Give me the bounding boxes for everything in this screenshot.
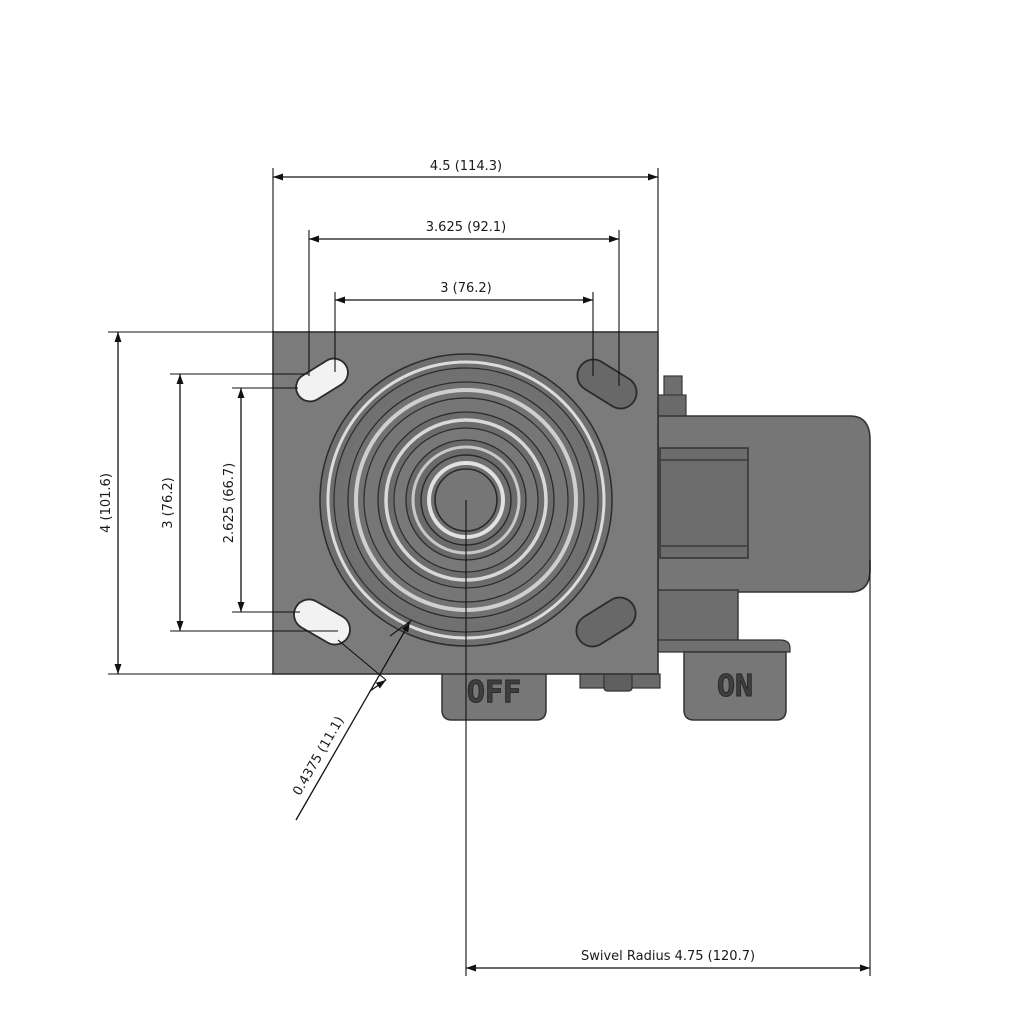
swivel-raceway <box>319 353 613 647</box>
dim-swivel-radius: Swivel Radius 4.75 (120.7) <box>581 949 755 964</box>
housing-collar <box>657 394 687 418</box>
brake-off-lever: OFF <box>441 671 547 721</box>
housing-tab-top <box>663 375 683 397</box>
brake-housing <box>579 375 871 692</box>
dimension-lines <box>108 168 871 976</box>
brake-on-label: ON <box>717 669 753 704</box>
dim-outer-bolt-width: 3.625 (92.1) <box>426 220 506 235</box>
bolt-hole-top-right <box>576 358 638 410</box>
bolt-hole-bottom-right <box>575 596 637 648</box>
dim-plate-height: 4 (101.6) <box>99 473 114 533</box>
brake-off-label: OFF <box>467 675 521 710</box>
dim-inner-bolt-height: 2.625 (66.7) <box>222 463 237 543</box>
brake-arm <box>657 589 739 643</box>
dim-inner-bolt-width: 3 (76.2) <box>440 281 492 296</box>
dim-plate-width: 4.5 (114.3) <box>430 159 502 174</box>
wheel-hub-block <box>659 447 749 559</box>
brake-rail <box>657 639 791 653</box>
dim-outer-bolt-height: 3 (76.2) <box>161 477 176 529</box>
bolt-hole-bottom-left <box>293 598 351 646</box>
brake-on-lever: ON <box>683 651 787 721</box>
dim-bolt-hole: 0.4375 (11.1) <box>290 714 347 798</box>
